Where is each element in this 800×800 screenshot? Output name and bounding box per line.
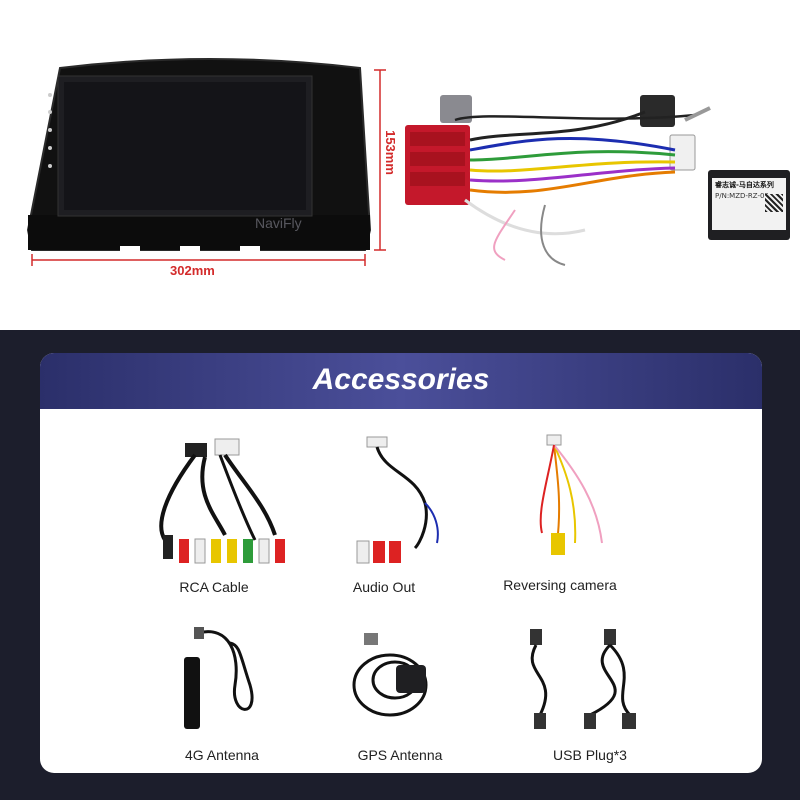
4g-antenna-image (184, 627, 254, 729)
reversing-camera-image (539, 434, 603, 555)
audio-out-image (356, 436, 439, 564)
wiring-harness-image (405, 95, 711, 266)
rca-cable-image (159, 438, 285, 564)
accessories-title: Accessories (312, 363, 490, 396)
product-section: 302mm 153mm NaviFly 睿志诚-马自达系列 P/N:MZD-RZ… (0, 0, 800, 330)
accessory-label-4g-antenna: 4G Antenna (185, 747, 259, 763)
accessory-label-rca-cable: RCA Cable (179, 579, 249, 595)
usb-plug-image (530, 629, 636, 729)
canbus-box-part-number: P/N:MZD-RZ-05 (715, 192, 769, 200)
qr-code-icon (765, 194, 783, 212)
canbus-box-title: 睿志诚-马自达系列 (715, 181, 774, 189)
watermark-text: NaviFly (255, 215, 302, 231)
accessory-label-usb-plug: USB Plug*3 (553, 747, 627, 763)
head-unit-image (26, 58, 386, 266)
width-dimension-label: 302mm (170, 263, 215, 278)
gps-antenna-image (352, 633, 428, 717)
accessories-panel: Accessories RCA Cable Audio Out Rever (40, 353, 762, 773)
canbus-box: 睿志诚-马自达系列 P/N:MZD-RZ-05 (708, 170, 790, 240)
accessory-label-reversing-camera: Reversing camera (503, 577, 617, 593)
accessory-label-gps-antenna: GPS Antenna (357, 747, 443, 763)
accessory-label-audio-out: Audio Out (352, 579, 416, 595)
accessories-header: Accessories (40, 353, 762, 409)
canbus-label-panel: 睿志诚-马自达系列 P/N:MZD-RZ-05 (712, 178, 786, 230)
